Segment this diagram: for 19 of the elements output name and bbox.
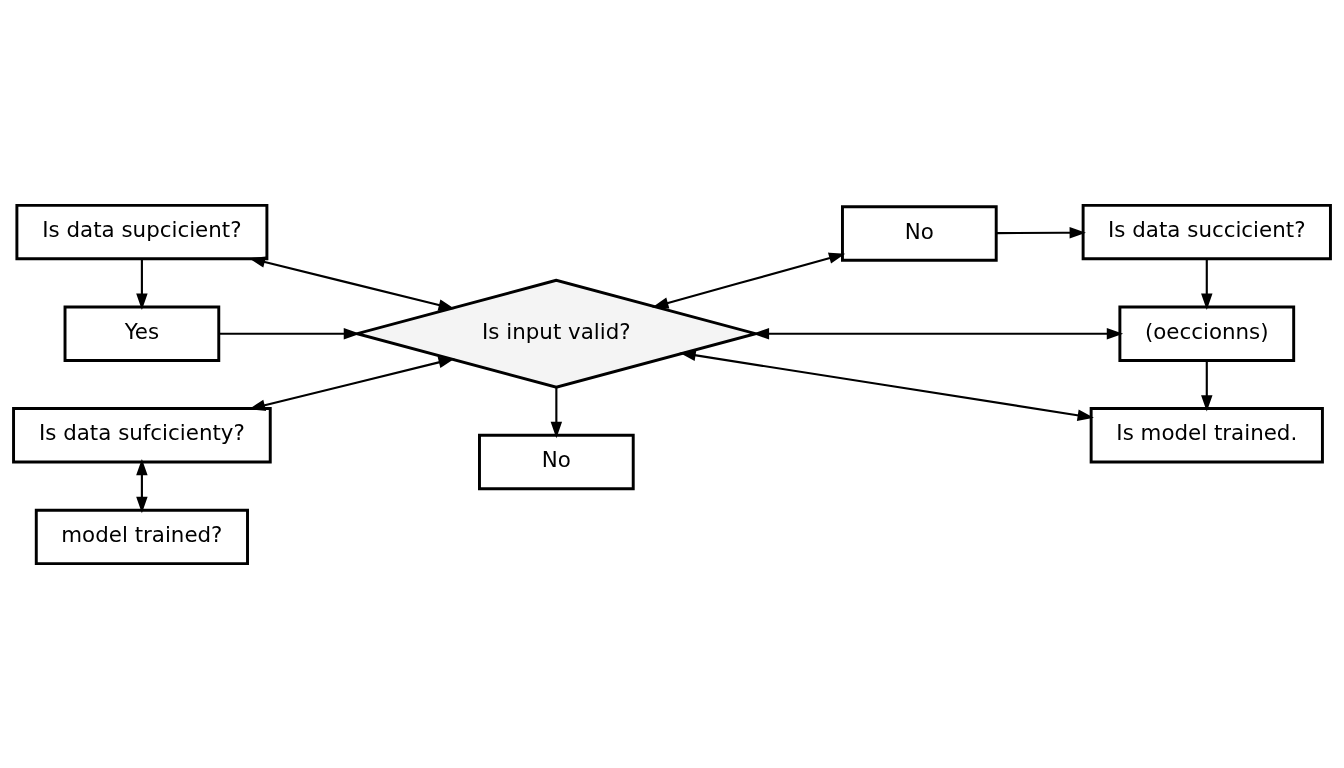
node-box: Is data succicient?	[1081, 203, 1332, 260]
arrow	[679, 349, 1094, 421]
arrow	[1201, 360, 1213, 412]
arrow	[1201, 258, 1213, 310]
arrow	[136, 258, 148, 310]
node-box: Is model trained.	[1089, 406, 1324, 463]
node-box: model trained?	[34, 508, 249, 565]
node-box: Is data sufcicienty?	[12, 406, 272, 463]
node-box: No	[478, 433, 635, 490]
arrow	[752, 327, 1124, 339]
arrow	[996, 226, 1086, 238]
node-box: (oeccionns)	[1118, 305, 1296, 362]
arrow	[136, 458, 148, 513]
node-box: Is data supcicient?	[15, 203, 269, 260]
arrow	[652, 252, 846, 309]
node-box: Yes	[63, 305, 221, 362]
arrow	[550, 387, 563, 438]
arrow	[248, 256, 455, 311]
node-box: No	[841, 204, 998, 262]
